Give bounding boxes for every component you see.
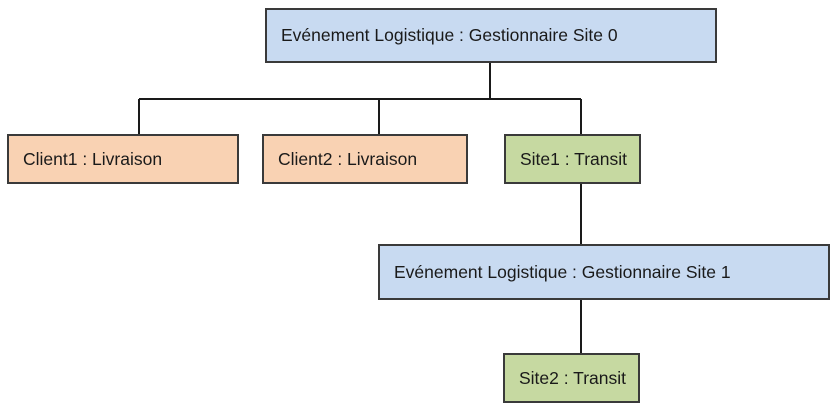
node-label: Site1 : Transit xyxy=(520,148,627,169)
node-label: Site2 : Transit xyxy=(519,367,626,388)
node-label: Evénement Logistique : Gestionnaire Site… xyxy=(281,25,618,45)
node-label: Client1 : Livraison xyxy=(23,148,163,169)
node-manager-site-0: Evénement Logistique : Gestionnaire Site… xyxy=(265,8,717,63)
node-site1-transit: Site1 : Transit xyxy=(504,134,641,184)
node-label: Client2 : Livraison xyxy=(278,148,418,169)
node-site2-transit: Site2 : Transit xyxy=(503,353,640,403)
node-label: Evénement Logistique : Gestionnaire Site… xyxy=(394,261,731,282)
node-manager-site-1: Evénement Logistique : Gestionnaire Site… xyxy=(378,244,830,300)
node-client1-delivery: Client1 : Livraison xyxy=(7,134,239,184)
node-client2-delivery: Client2 : Livraison xyxy=(262,134,468,184)
